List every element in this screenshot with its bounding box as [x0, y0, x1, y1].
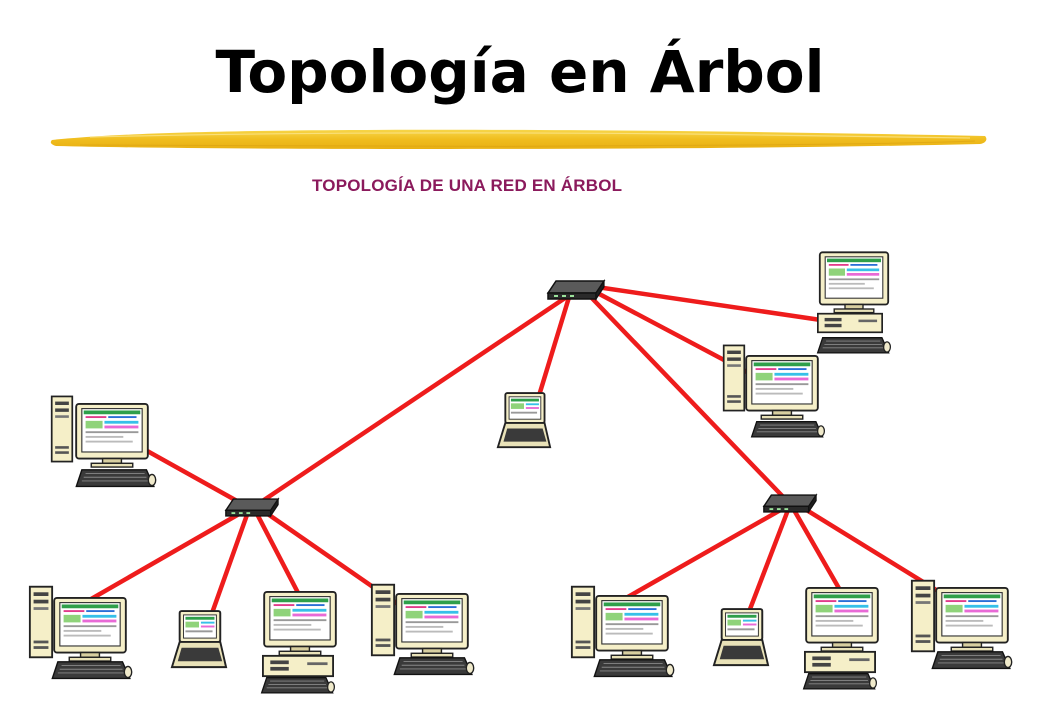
link-root-to-pc-root-1 [589, 283, 849, 327]
pc-right-2 [802, 586, 879, 690]
pc-root-1 [816, 251, 892, 354]
pc-right-3 [910, 579, 1013, 670]
switch-root [547, 280, 605, 300]
diagram-title: TOPOLOGÍA DE UNA RED EN ÁRBOL [312, 176, 623, 195]
pc-left-2 [260, 590, 337, 694]
links [70, 283, 948, 631]
link-root-to-hub-left [250, 290, 576, 510]
laptop-right [712, 608, 770, 667]
link-hub-right-to-pc-right-1 [610, 506, 786, 608]
pc-root-2 [722, 344, 826, 438]
pc-left-3 [370, 583, 475, 676]
laptop-root [496, 392, 552, 449]
switch-right [763, 494, 817, 513]
pc-right-1 [570, 585, 675, 678]
pc-left-1 [28, 585, 133, 680]
link-hub-left-to-pc-left-1 [70, 508, 248, 612]
brush-stroke-divider [50, 129, 987, 149]
laptop-left [170, 610, 228, 669]
link-root-to-hub-right [584, 290, 792, 506]
pc-left-top [50, 395, 157, 488]
slide-title: Topología en Árbol [215, 38, 825, 106]
switch-left [225, 498, 279, 517]
